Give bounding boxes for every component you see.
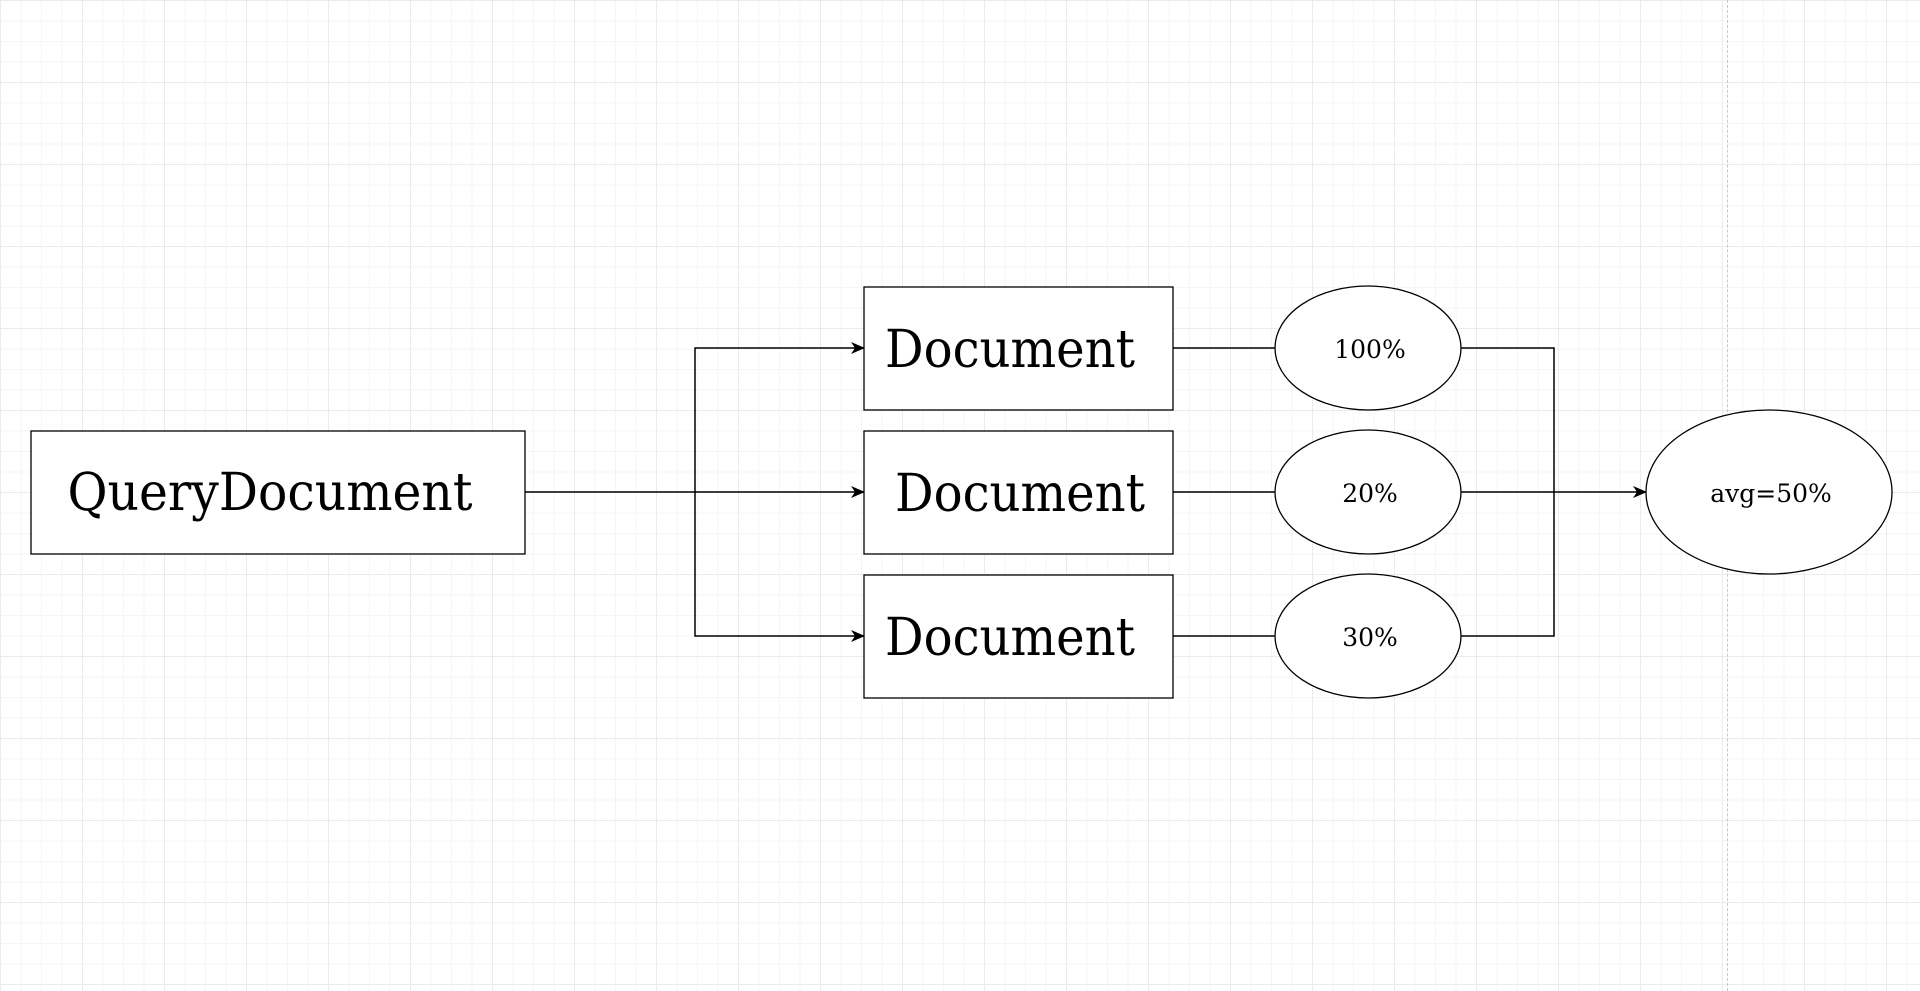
document-node-3[interactable]: Document (863, 574, 1174, 699)
query-document-label: QueryDocument (68, 463, 473, 523)
result-ellipse[interactable]: avg=50% (1645, 409, 1893, 575)
document-node-1[interactable]: Document (863, 286, 1174, 411)
result-label: avg=50% (1710, 479, 1832, 508)
document-label-2: Document (895, 464, 1145, 524)
document-label-1: Document (885, 320, 1135, 380)
edge-score-3-to-merge[interactable] (1461, 492, 1555, 637)
edge-split-to-document-1[interactable] (694, 342, 865, 492)
edge-split-to-document-3[interactable] (694, 492, 865, 642)
score-label-3: 30% (1342, 623, 1398, 652)
score-ellipse-1[interactable]: 100% (1274, 285, 1462, 411)
score-ellipse-2[interactable]: 20% (1274, 429, 1462, 555)
document-label-3: Document (885, 608, 1135, 668)
score-label-2: 20% (1342, 479, 1398, 508)
score-label-1: 100% (1334, 335, 1405, 364)
document-node-2[interactable]: Document (863, 430, 1174, 555)
score-ellipse-3[interactable]: 30% (1274, 573, 1462, 699)
query-document-node[interactable]: QueryDocument (30, 430, 526, 555)
edge-score-1-to-merge[interactable] (1461, 347, 1555, 492)
